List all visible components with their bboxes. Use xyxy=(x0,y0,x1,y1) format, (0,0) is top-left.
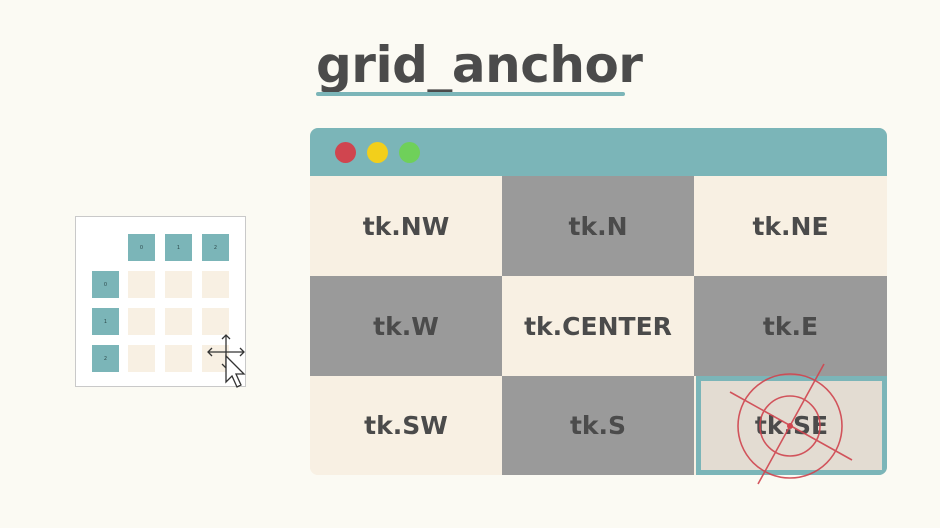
anchor-cell-s: tk.S xyxy=(502,376,694,475)
anchor-cell-center: tk.CENTER xyxy=(502,276,694,376)
mini-row-header-2: 2 xyxy=(92,345,119,372)
anchor-cell-w: tk.W xyxy=(310,276,502,376)
title-underline xyxy=(316,92,625,96)
anchor-cell-se: tk.SE xyxy=(696,376,887,475)
mini-cell xyxy=(128,345,155,372)
anchor-cell-n: tk.N xyxy=(502,176,694,276)
minimize-dot-icon[interactable] xyxy=(367,142,388,163)
mini-cell xyxy=(165,271,192,298)
anchor-cell-e: tk.E xyxy=(694,276,887,376)
mini-cell xyxy=(202,271,229,298)
close-dot-icon[interactable] xyxy=(335,142,356,163)
mini-grid-panel: 0 1 2 0 1 2 xyxy=(75,216,246,387)
mini-cell xyxy=(165,308,192,335)
anchor-cell-sw: tk.SW xyxy=(310,376,502,475)
window-titlebar xyxy=(310,128,887,176)
mini-cell xyxy=(128,308,155,335)
mini-cell xyxy=(165,345,192,372)
mini-cell xyxy=(202,308,229,335)
move-cursor-icon xyxy=(207,334,246,388)
page-title: grid_anchor xyxy=(316,36,643,94)
anchor-cell-ne: tk.NE xyxy=(694,176,887,276)
maximize-dot-icon[interactable] xyxy=(399,142,420,163)
mini-cell xyxy=(202,345,229,372)
mini-col-header-2: 2 xyxy=(202,234,229,261)
mini-col-header-0: 0 xyxy=(128,234,155,261)
app-window: tk.NW tk.N tk.NE tk.W tk.CENTER tk.E tk.… xyxy=(310,128,887,475)
mini-row-header-1: 1 xyxy=(92,308,119,335)
mini-cell xyxy=(128,271,155,298)
anchor-cell-nw: tk.NW xyxy=(310,176,502,276)
mini-row-header-0: 0 xyxy=(92,271,119,298)
anchor-grid: tk.NW tk.N tk.NE tk.W tk.CENTER tk.E tk.… xyxy=(310,176,887,475)
mini-col-header-1: 1 xyxy=(165,234,192,261)
